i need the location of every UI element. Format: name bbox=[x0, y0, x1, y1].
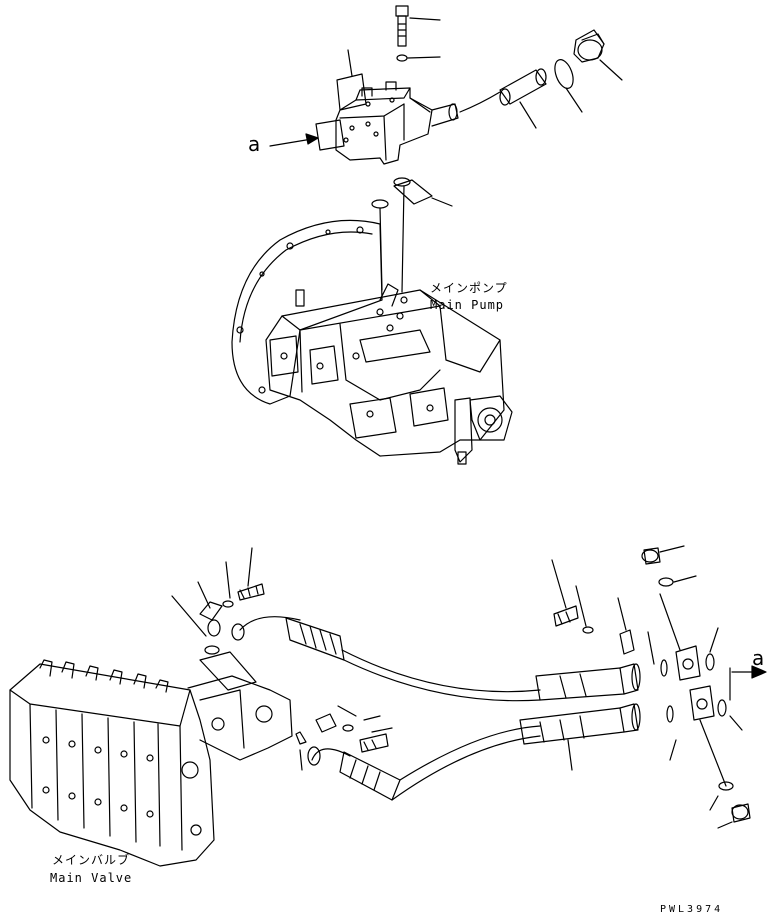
drawing-code: PWL3974 bbox=[660, 904, 724, 915]
valve-body bbox=[336, 82, 458, 164]
leader-washer bbox=[408, 57, 440, 58]
pump-body bbox=[266, 290, 504, 456]
tag-flag bbox=[337, 74, 366, 110]
upper-hose bbox=[232, 617, 640, 701]
arrow-a-head bbox=[306, 134, 318, 144]
hose-fitting-top bbox=[500, 69, 546, 105]
top-valve-assembly bbox=[270, 6, 622, 164]
flange-lower bbox=[690, 686, 714, 720]
main-pump-label-ja: メインポンプ bbox=[430, 281, 508, 295]
leader-plug bbox=[600, 60, 622, 80]
pump-flange bbox=[232, 220, 382, 404]
leader-fitting bbox=[520, 102, 536, 128]
lower-hose bbox=[308, 704, 640, 800]
flange-upper bbox=[676, 646, 700, 680]
main-pump-assembly bbox=[232, 178, 512, 464]
right-fasteners bbox=[552, 546, 766, 828]
leader-flag bbox=[348, 50, 352, 76]
reference-a-top: a bbox=[248, 132, 261, 156]
left-fasteners bbox=[172, 548, 392, 770]
plug-top bbox=[574, 30, 604, 62]
leader-bolt bbox=[410, 18, 440, 20]
main-pump-label-en: Main Pump bbox=[430, 298, 505, 312]
reference-a-right: a bbox=[752, 646, 765, 670]
leader-oring bbox=[566, 88, 582, 112]
bolt-top bbox=[396, 6, 408, 46]
o-ring-top bbox=[551, 57, 576, 91]
main-valve-label-ja: メインバルブ bbox=[52, 853, 131, 867]
washer-top bbox=[397, 55, 407, 61]
main-valve-assembly bbox=[10, 660, 292, 866]
main-valve-label-en: Main Valve bbox=[50, 871, 133, 885]
tag-main-valve bbox=[200, 652, 256, 690]
